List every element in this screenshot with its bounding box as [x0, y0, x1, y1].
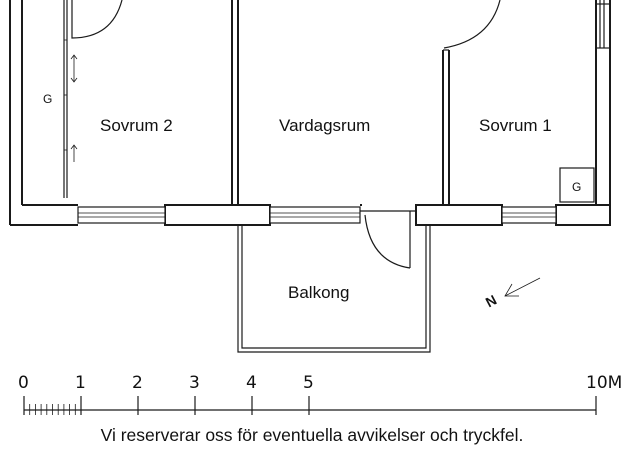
- scale-tick-10m: 10M: [586, 373, 622, 393]
- wardrobe-right-label: G: [572, 180, 581, 194]
- wardrobe-left-label: G: [43, 92, 52, 106]
- window-bedroom2: [77, 206, 166, 224]
- room-label-balcony: Balkong: [288, 283, 349, 302]
- outer-wall-right: [595, 0, 611, 225]
- interior-wall-1: [231, 0, 239, 205]
- door-arc-bedroom1: [443, 0, 501, 49]
- window-living: [269, 206, 361, 224]
- scale-tick-2: 2: [132, 373, 143, 393]
- north-arrow: N: [483, 277, 541, 311]
- wardrobe-right: [559, 167, 595, 203]
- outer-wall-left: [9, 0, 78, 226]
- room-label-bedroom1: Sovrum 1: [479, 116, 552, 135]
- room-label-bedroom2: Sovrum 2: [100, 116, 173, 135]
- scale-tick-4: 4: [246, 373, 257, 393]
- sliding-door-arrows: [70, 54, 78, 162]
- balcony-door: [360, 210, 416, 269]
- north-label: N: [483, 292, 499, 311]
- window-bedroom1: [501, 206, 557, 224]
- room-label-living: Vardagsrum: [279, 116, 370, 135]
- balcony-outline: [237, 225, 431, 353]
- scale-tick-1: 1: [75, 373, 86, 393]
- scale-tick-0: 0: [18, 373, 29, 393]
- scale-tick-5: 5: [303, 373, 314, 393]
- interior-wall-2: [442, 49, 450, 205]
- disclaimer-text: Vi reserverar oss för eventuella avvikel…: [101, 425, 524, 445]
- door-arc-bedroom2: [71, 0, 123, 39]
- scale-tick-3: 3: [189, 373, 200, 393]
- closet-left: [63, 0, 68, 198]
- scale-bar: [23, 396, 597, 415]
